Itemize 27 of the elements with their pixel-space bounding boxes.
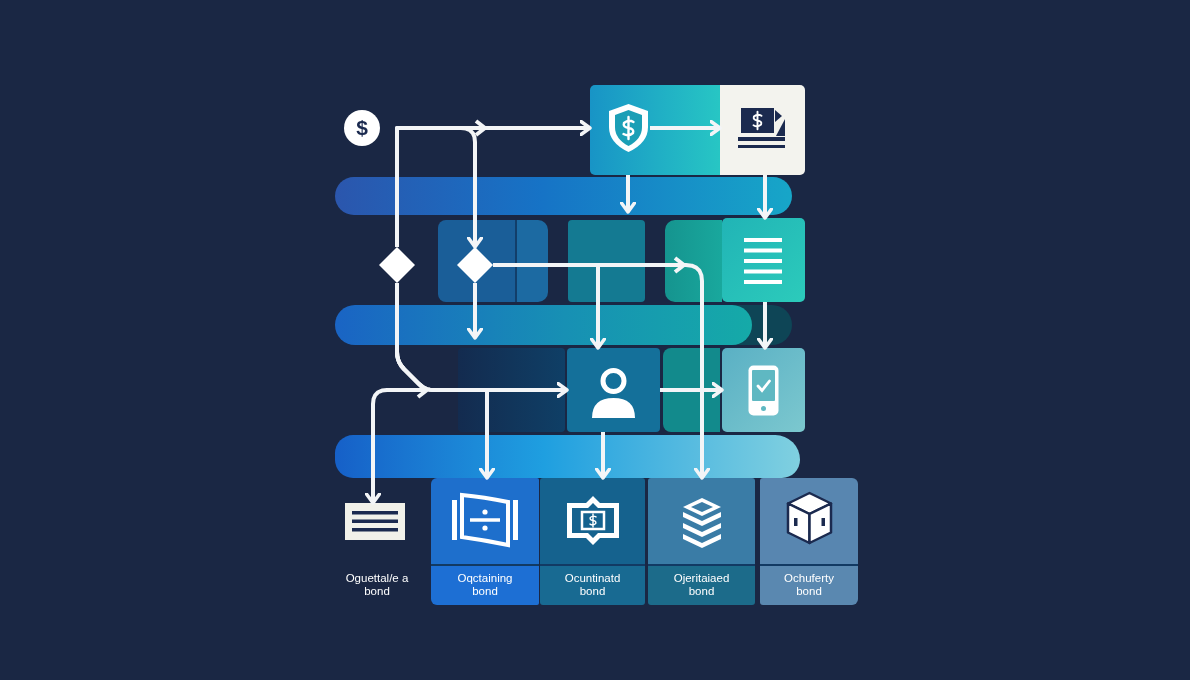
list-icon: [345, 503, 405, 540]
shield-icon: [607, 103, 650, 153]
step-card: [760, 478, 858, 605]
panel-tile: [567, 348, 660, 432]
arrow: [756, 302, 774, 350]
panel-tile: [720, 85, 805, 175]
panel-tile: [722, 348, 805, 432]
step-label: Ocuntinatd bond: [563, 572, 622, 598]
step-label: Oguettal/e a bond: [344, 572, 410, 598]
decision-diamond: [457, 247, 493, 283]
arrow: [466, 283, 484, 340]
step-label: Oqctaining bond: [456, 572, 514, 598]
arrow: [594, 432, 612, 480]
step-card: [540, 478, 645, 605]
arrow: [395, 126, 484, 249]
decision-diamond: [379, 247, 415, 283]
arrow: [619, 175, 637, 214]
step-label: Ochuferty bond: [783, 572, 835, 598]
dollar-badge: $: [344, 110, 380, 146]
step-label: Ojeritaiaed bond: [672, 572, 731, 598]
step-card: [431, 478, 539, 605]
panel-tile: [590, 85, 720, 175]
arrow: [650, 119, 722, 137]
step-card: [648, 478, 755, 605]
arrow: [660, 381, 724, 399]
arrow: [756, 175, 774, 220]
panel-tile: [722, 218, 805, 302]
